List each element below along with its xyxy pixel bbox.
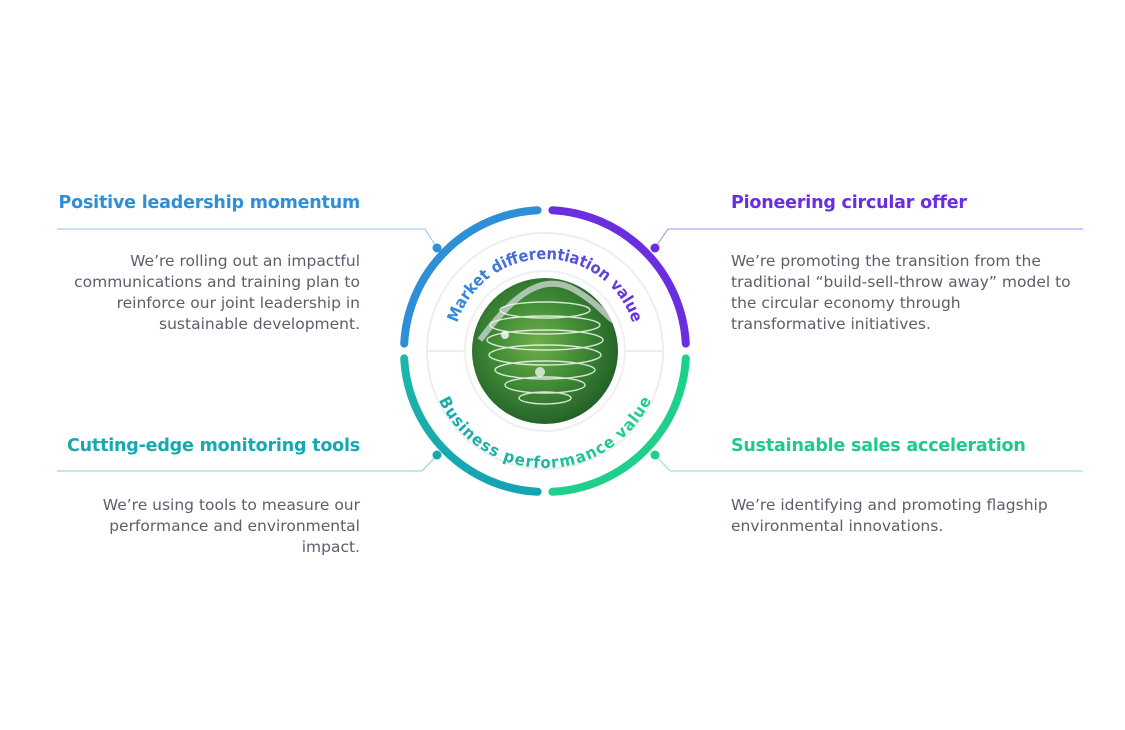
ring-segment-green	[548, 354, 690, 496]
connector-dot-top-right	[650, 243, 660, 253]
pillar-description: We’re using tools to measure our perform…	[102, 496, 360, 556]
connector-dot-bottom-left	[432, 450, 442, 460]
pillar-sales-acceleration: Sustainable sales acceleration We’re ide…	[731, 434, 1061, 537]
pillar-description: We’re rolling out an impactful communica…	[74, 252, 360, 333]
pillar-title: Sustainable sales acceleration	[731, 436, 1026, 456]
ring-segment-blue	[400, 206, 542, 348]
pillar-positive-leadership: Positive leadership momentum We’re rolli…	[30, 191, 361, 335]
connector-top-left	[57, 228, 438, 249]
connector-bottom-right	[654, 454, 1083, 472]
ring-segment-teal	[400, 354, 542, 496]
pillar-description: We’re promoting the transition from the …	[731, 252, 1071, 333]
pillar-title: Cutting-edge monitoring tools	[67, 436, 360, 456]
ring-segment-purple	[548, 206, 690, 348]
connector-dot-bottom-right	[650, 450, 660, 460]
pillar-title: Pioneering circular offer	[731, 193, 967, 213]
pillar-monitoring-tools: Cutting-edge monitoring tools We’re usin…	[30, 434, 360, 558]
connector-top-right	[654, 228, 1083, 249]
pillar-description: We’re identifying and promoting flagship…	[731, 496, 1048, 535]
connector-bottom-left	[57, 454, 438, 472]
connector-dot-top-left	[432, 243, 442, 253]
pillar-title: Positive leadership momentum	[58, 193, 361, 213]
pillar-circular-offer: Pioneering circular offer We’re promotin…	[731, 191, 1071, 335]
